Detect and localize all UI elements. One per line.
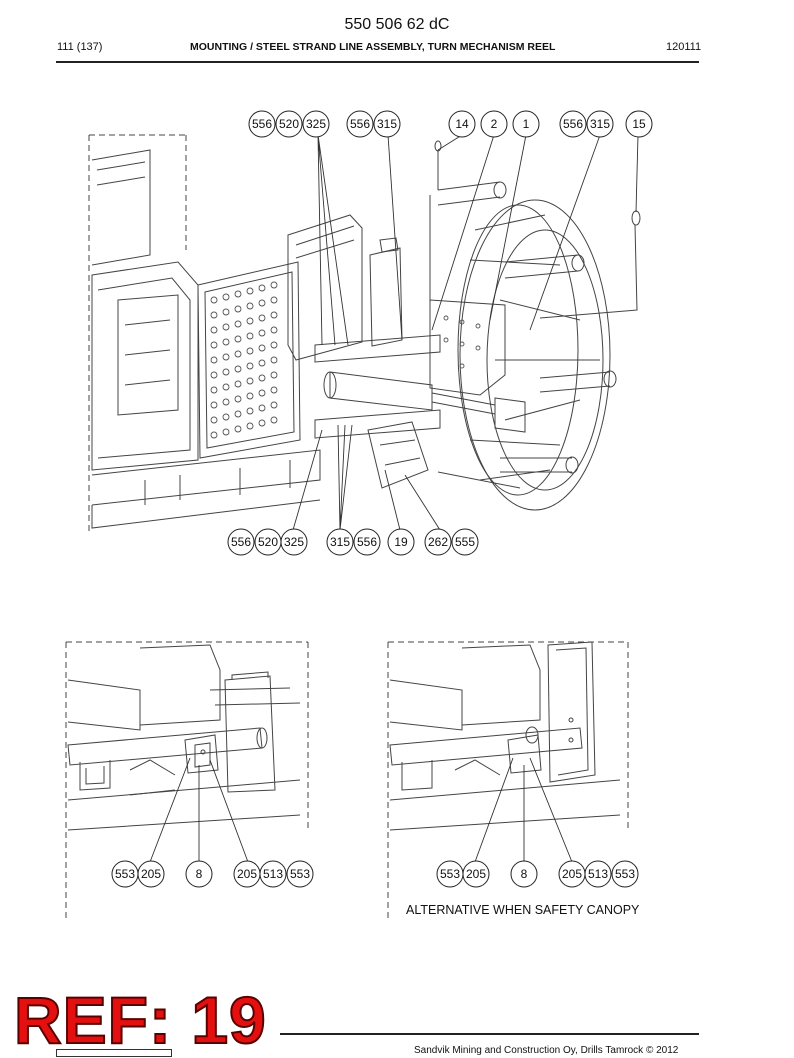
callout-label: 205 bbox=[237, 867, 257, 881]
callout-label: 315 bbox=[377, 117, 397, 131]
callout-label: 205 bbox=[466, 867, 486, 881]
callout-label: 520 bbox=[279, 117, 299, 131]
callout-labels-main-top: 556 520 325 556 315 14 2 1 556 315 15 bbox=[252, 117, 646, 131]
document-code: 550 506 62 dC bbox=[344, 16, 450, 33]
callout-label: 553 bbox=[115, 867, 135, 881]
callout-label: 553 bbox=[290, 867, 310, 881]
callout-label: 8 bbox=[521, 867, 528, 881]
company-logo bbox=[56, 1049, 172, 1057]
callout-bubbles-main-top bbox=[248, 110, 653, 138]
footer-divider bbox=[280, 1033, 699, 1035]
callout-label: 553 bbox=[440, 867, 460, 881]
callout-bubbles-right bbox=[436, 860, 639, 888]
document-date: 120111 bbox=[666, 41, 702, 53]
callout-label: 513 bbox=[263, 867, 283, 881]
callout-label: 553 bbox=[615, 867, 635, 881]
page-number: 111 (137) bbox=[57, 41, 103, 53]
callout-label: 1 bbox=[523, 117, 530, 131]
callout-bubbles-main-bottom bbox=[227, 528, 479, 556]
callout-label: 315 bbox=[590, 117, 610, 131]
callout-label: 2 bbox=[491, 117, 498, 131]
lower-right-illustration bbox=[387, 641, 629, 920]
callout-label: 19 bbox=[394, 535, 408, 549]
callout-bubbles-left bbox=[111, 860, 314, 888]
main-assembly-illustration bbox=[88, 134, 641, 535]
callout-label: 325 bbox=[284, 535, 304, 549]
main-leader-lines bbox=[292, 134, 639, 531]
callout-label: 555 bbox=[455, 535, 475, 549]
callout-label: 556 bbox=[350, 117, 370, 131]
callout-label: 556 bbox=[563, 117, 583, 131]
callout-label: 15 bbox=[632, 117, 646, 131]
callout-label: 325 bbox=[306, 117, 326, 131]
callout-label: 556 bbox=[231, 535, 251, 549]
lower-left-illustration bbox=[65, 641, 309, 920]
alternative-caption: ALTERNATIVE WHEN SAFETY CANOPY bbox=[406, 903, 640, 917]
callout-label: 14 bbox=[455, 117, 469, 131]
callout-labels-right: 553 205 8 205 513 553 bbox=[440, 867, 635, 881]
panel-perforations bbox=[210, 281, 481, 439]
callout-label: 513 bbox=[588, 867, 608, 881]
header-divider bbox=[56, 61, 699, 63]
callout-label: 556 bbox=[357, 535, 377, 549]
callout-label: 315 bbox=[330, 535, 350, 549]
ref-stamp: REF: 19 bbox=[13, 982, 267, 1058]
page-title: MOUNTING / STEEL STRAND LINE ASSEMBLY, T… bbox=[190, 41, 556, 53]
callout-label: 520 bbox=[258, 535, 278, 549]
callout-label: 262 bbox=[428, 535, 448, 549]
right-leader-lines bbox=[474, 757, 573, 863]
callout-label: 205 bbox=[562, 867, 582, 881]
callout-label: 556 bbox=[252, 117, 272, 131]
callout-label: 205 bbox=[141, 867, 161, 881]
callout-labels-main-bottom: 556 520 325 315 556 19 262 555 bbox=[231, 535, 475, 549]
callout-label: 8 bbox=[196, 867, 203, 881]
footer-copyright: Sandvik Mining and Construction Oy, Dril… bbox=[414, 1045, 679, 1056]
left-leader-lines bbox=[149, 757, 249, 863]
callout-labels-left: 553 205 8 205 513 553 bbox=[115, 867, 310, 881]
